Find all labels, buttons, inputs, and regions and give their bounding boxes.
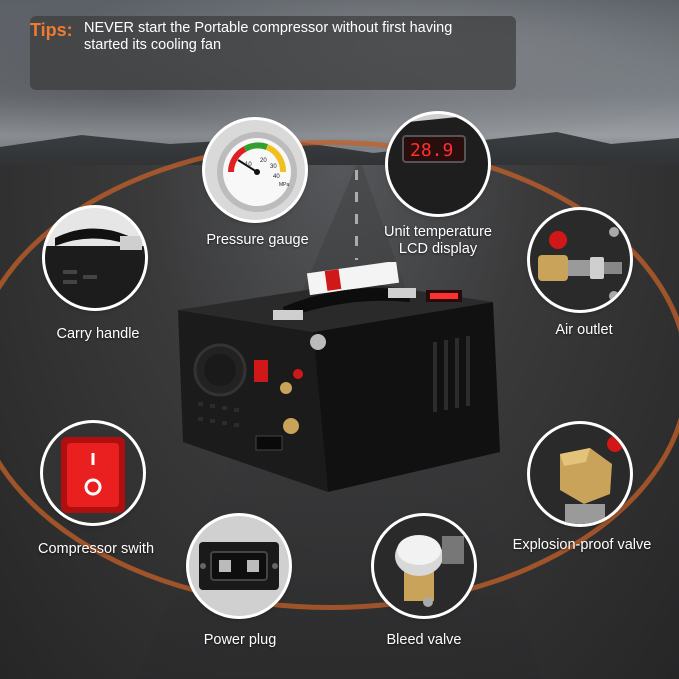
compressor-switch-badge	[43, 423, 143, 523]
orange-arc	[0, 140, 679, 610]
carry-handle-badge	[45, 208, 145, 308]
gauge-tick-40: 40	[273, 174, 280, 180]
gauge-tick-30: 30	[270, 164, 277, 170]
tips-banner	[30, 16, 516, 90]
bleed-valve-caption: Bleed valve	[386, 632, 462, 648]
compressor-product	[178, 260, 508, 492]
compressor-switch-icon	[43, 423, 143, 523]
lcd-display-icon: 28.9	[388, 114, 488, 214]
air-outlet-caption: Air outlet	[555, 322, 613, 338]
gauge-unit: MPa	[279, 182, 290, 188]
pressure-gauge-icon: 10 20 30 40 MPa	[205, 120, 305, 220]
lcd-display-badge: 28.9	[388, 114, 488, 214]
air-outlet-icon	[530, 210, 630, 310]
compressor-switch-caption: Compressor swith	[37, 541, 155, 557]
carry-handle-caption: Carry handle	[56, 326, 140, 342]
tips-label: Tips:	[30, 20, 73, 40]
bleed-valve-badge	[374, 516, 474, 616]
power-plug-badge	[189, 516, 289, 616]
power-plug-icon	[189, 516, 289, 616]
tips-text: NEVER start the Portable compressor with…	[84, 20, 453, 53]
bleed-valve-icon	[374, 516, 474, 616]
air-outlet-badge	[530, 210, 630, 310]
carry-handle-icon	[45, 208, 145, 308]
compressor-illustration	[178, 260, 500, 492]
gauge-tick-10: 10	[245, 162, 252, 168]
explosion-proof-valve-caption: Explosion-proof valve	[512, 537, 652, 553]
gauge-tick-20: 20	[260, 158, 267, 164]
explosion-proof-valve-icon	[530, 424, 630, 524]
pressure-gauge-caption: Pressure gauge	[206, 232, 309, 248]
explosion-proof-valve-badge	[530, 424, 630, 524]
lcd-caption-line1: Unit temperature	[384, 224, 492, 240]
pressure-gauge-badge: 10 20 30 40 MPa	[205, 120, 305, 220]
lcd-display-caption: Unit temperature LCD display	[370, 224, 506, 258]
lcd-reading: 28.9	[410, 140, 453, 161]
lcd-caption-line2: LCD display	[398, 241, 478, 257]
power-plug-caption: Power plug	[203, 632, 277, 648]
